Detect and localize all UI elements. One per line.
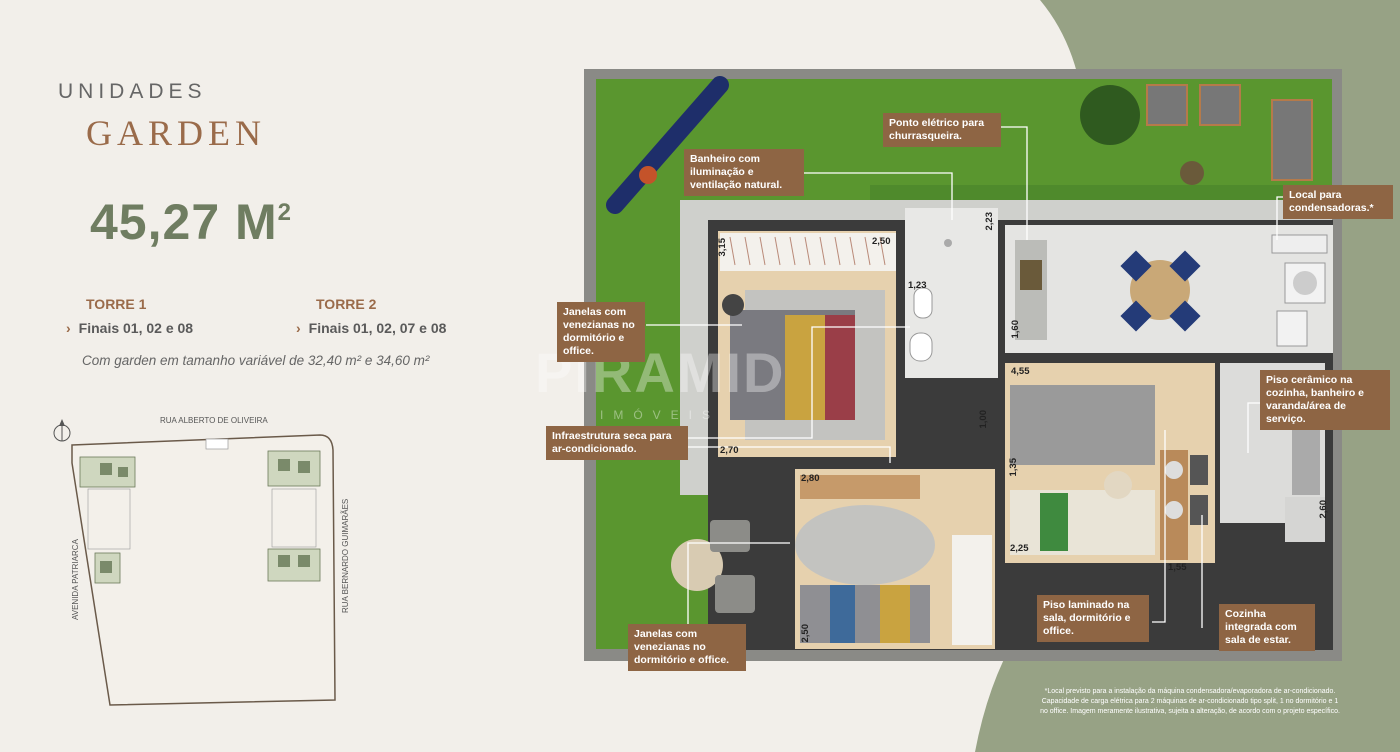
callout-ponto-eletrico: Ponto elétrico para churrasqueira. [883, 113, 1001, 147]
tower-2-finals-text: Finais 01, 02, 07 e 08 [308, 320, 447, 336]
dim-label: 2,60 [1318, 500, 1329, 519]
dim-label: 1,00 [978, 410, 989, 429]
street-left-label: AVENIDA PATRIARCA [71, 538, 80, 620]
site-plan: RUA ALBERTO DE OLIVEIRA AVENIDA PATRIARC… [53, 416, 350, 706]
dim-label: 2,23 [984, 212, 995, 231]
street-top-label: RUA ALBERTO DE OLIVEIRA [160, 416, 268, 425]
watermark-sub: IMÓVEIS [600, 408, 721, 422]
dim-label: 3,15 [717, 238, 728, 257]
callout-piso-laminado: Piso laminado na sala, dormitório e offi… [1037, 595, 1149, 642]
callout-janelas-dormitorio: Janelas com venezianas no dormitório e o… [557, 302, 645, 362]
dim-label: 2,50 [872, 236, 891, 247]
page-title: GARDEN [86, 113, 266, 153]
dim-label: 2,25 [1010, 543, 1029, 554]
tower-1-finals: › Finais 01, 02 e 08 [66, 320, 193, 336]
area-number: 45,27 M [90, 194, 278, 250]
dim-label: 1,55 [1168, 562, 1187, 573]
dim-label: 2,50 [800, 624, 811, 643]
callout-piso-ceramico: Piso cerâmico na cozinha, banheiro e var… [1260, 370, 1390, 430]
garden-table [671, 539, 723, 591]
hammock [606, 76, 729, 214]
dim-label: 1,23 [908, 280, 927, 291]
area-superscript: 2 [277, 199, 293, 226]
tower-1-title: TORRE 1 [86, 296, 147, 312]
area-value: 45,27 M2 [90, 193, 292, 251]
dim-label: 1,60 [1010, 320, 1021, 339]
tower-2-finals: › Finais 01, 02, 07 e 08 [296, 320, 446, 336]
dim-label: 2,70 [720, 445, 739, 456]
floor-plan [584, 69, 1342, 661]
callout-infraestrutura: Infraestrutura seca para ar-condicionado… [546, 426, 688, 460]
chevron-right-icon: › [296, 320, 301, 336]
garden-note: Com garden em tamanho variável de 32,40 … [82, 353, 430, 368]
section-eyebrow: UNIDADES [58, 80, 207, 103]
tower-1-building [79, 456, 136, 584]
dim-label: 1,35 [1008, 458, 1019, 477]
callout-condensadoras: Local para condensadoras.* [1283, 185, 1393, 219]
tower-1-finals-text: Finais 01, 02 e 08 [78, 320, 194, 336]
dining-table [1130, 260, 1190, 320]
dim-label: 4,55 [1011, 366, 1030, 377]
tower-2-title: TORRE 2 [316, 296, 377, 312]
tower-2-building [267, 450, 321, 582]
callout-cozinha: Cozinha integrada com sala de estar. [1219, 604, 1315, 651]
dim-label: 2,80 [801, 473, 820, 484]
compass-icon [53, 419, 71, 442]
callout-janelas-office: Janelas com venezianas no dormitório e o… [628, 624, 746, 671]
street-right-label: RUA BERNARDO GUIMARÃES [341, 499, 350, 613]
callout-banheiro: Banheiro com iluminação e ventilação nat… [684, 149, 804, 196]
chevron-right-icon: › [66, 320, 71, 336]
footnote: *Local previsto para a instalação da máq… [1040, 688, 1340, 715]
